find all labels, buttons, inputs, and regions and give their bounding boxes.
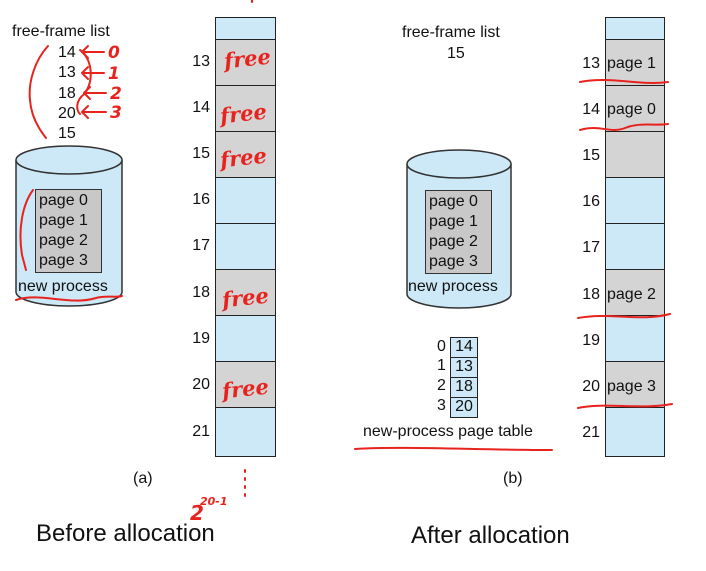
disk-page-label: page 0 (39, 192, 88, 209)
disk-page-label: page 0 (429, 193, 478, 210)
memory-frame-19 (216, 315, 275, 361)
memory-frame-17 (216, 223, 275, 269)
free-frame-list-item: 15 (447, 45, 465, 62)
memory-frame-21 (606, 407, 664, 456)
disk-page-label: page 3 (39, 252, 88, 269)
frame-number: 19 (582, 332, 600, 349)
page-table-index: 1 (437, 357, 446, 374)
memory-frame-15 (216, 131, 275, 177)
frame-number: 13 (192, 53, 210, 70)
free-frame-list-item: 13 (58, 64, 76, 81)
disk-page-label: page 1 (429, 213, 478, 230)
frame-number: 15 (582, 147, 600, 164)
disk-page-label: page 1 (39, 212, 88, 229)
figure-letter: (a) (133, 470, 153, 487)
frame-number: 18 (582, 286, 600, 303)
memory-frame-15 (606, 131, 664, 177)
memory-frame-21 (216, 407, 275, 456)
page-table-entry: 13 (450, 357, 478, 378)
disk-page-label: page 2 (429, 233, 478, 250)
frame-page-label: page 1 (607, 55, 656, 72)
frame-number: 21 (582, 424, 600, 441)
page-table-entry: 20 (450, 397, 478, 418)
frame-page-label: page 0 (607, 101, 656, 118)
disk-page-label: page 3 (429, 253, 478, 270)
free-frame-list-title: free-frame list (402, 24, 500, 41)
disk-page-block: page 0 page 1 page 2 page 3 (425, 190, 492, 274)
memory-frame-13 (606, 39, 664, 85)
frame-number: 17 (192, 237, 210, 254)
frame-number: 17 (582, 239, 600, 256)
memory-frame-20 (216, 361, 275, 407)
ink-annotation: 0 (108, 43, 120, 63)
ink-annotation: 20-1 (200, 495, 228, 508)
memory-frames-column (605, 17, 665, 457)
memory-frame-16 (606, 177, 664, 223)
memory-frame-20 (606, 361, 664, 407)
frame-number: 21 (192, 423, 210, 440)
frame-page-label: page 3 (607, 378, 656, 395)
memory-frame-18 (606, 269, 664, 315)
frame-number: 20 (582, 378, 600, 395)
memory-frame-13 (216, 39, 275, 85)
memory-frame-14 (606, 85, 664, 131)
ink-annotation: 2 (110, 84, 122, 104)
frame-number: 15 (192, 145, 210, 162)
disk-label: new process (18, 278, 108, 295)
memory-frame-14 (216, 85, 275, 131)
free-frame-list-title: free-frame list (12, 23, 110, 40)
page-table-label: new-process page table (363, 423, 533, 440)
disk-page-label: page 2 (39, 232, 88, 249)
free-frame-list-item: 15 (58, 125, 76, 142)
caption-after-allocation: After allocation (411, 522, 570, 549)
frame-number: 14 (582, 101, 600, 118)
free-frame-list-item: 20 (58, 105, 76, 122)
frame-page-label: page 2 (607, 286, 656, 303)
figure-letter: (b) (503, 470, 523, 487)
page-table-index: 3 (437, 397, 446, 414)
ink-annotation: 3 (110, 103, 122, 123)
frame-number: 18 (192, 284, 210, 301)
disk-label: new process (408, 278, 498, 295)
page-table-index: 0 (437, 338, 446, 355)
memory-frame-19 (606, 315, 664, 361)
free-frame-list-item: 18 (58, 85, 76, 102)
frame-number: 20 (192, 376, 210, 393)
frame-number: 13 (582, 55, 600, 72)
frame-number: 16 (192, 191, 210, 208)
ink-annotation: 1 (108, 64, 120, 84)
disk-page-block: page 0 page 1 page 2 page 3 (35, 189, 102, 273)
caption-before-allocation: Before allocation (36, 520, 215, 547)
frame-number: 16 (582, 193, 600, 210)
free-frame-list-item: 14 (58, 44, 76, 61)
memory-frame-18 (216, 269, 275, 315)
memory-frame-17 (606, 223, 664, 269)
frame-number: 19 (192, 330, 210, 347)
memory-frame-16 (216, 177, 275, 223)
page-table-index: 2 (437, 377, 446, 394)
frame-number: 14 (192, 99, 210, 116)
memory-frames-column (215, 17, 276, 457)
ink-annotation: 2 (190, 501, 204, 525)
